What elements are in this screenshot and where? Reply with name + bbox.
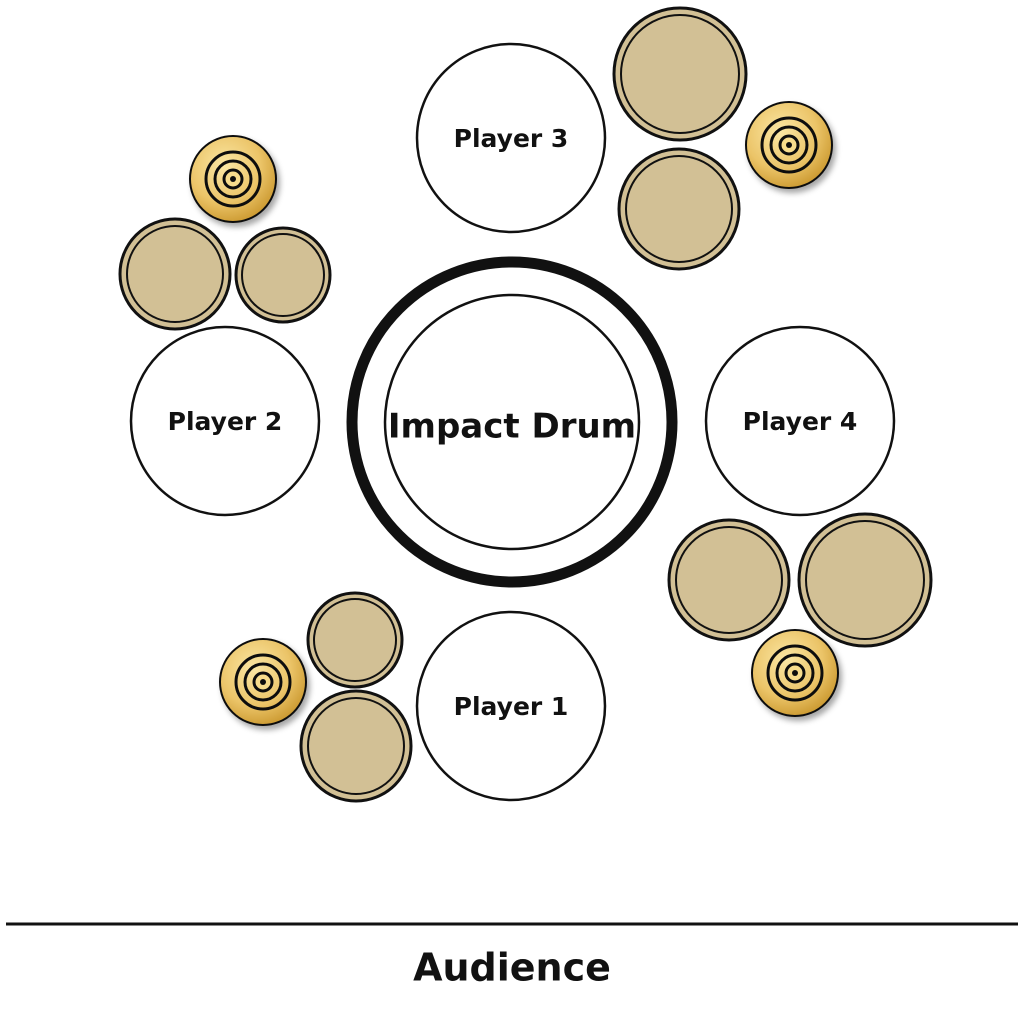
player-2-drum-left: [118, 217, 232, 331]
player-4-position: [704, 325, 896, 517]
player-4-station: Player 4: [667, 325, 933, 717]
player-3-cymbal: [745, 101, 833, 189]
player-4-drum-left: [667, 518, 791, 642]
player-2-position: [129, 325, 321, 517]
impact-drum-label: Impact Drum: [388, 407, 636, 447]
audience-label: Audience: [413, 946, 611, 990]
player-1-station: Player 1: [219, 591, 607, 803]
player-2-station: Player 2: [118, 135, 332, 517]
player-1-drum-bottom: [299, 689, 413, 803]
player-1-label: Player 1: [454, 692, 569, 721]
player-4-cymbal: [751, 629, 839, 717]
player-3-label: Player 3: [454, 124, 569, 153]
player-3-drum-large: [612, 6, 748, 142]
player-3-station: Player 3: [415, 6, 833, 271]
player-2-drum-right: [234, 226, 332, 324]
player-4-label: Player 4: [743, 407, 858, 436]
player-1-position: [415, 610, 607, 802]
player-4-drum-right: [797, 512, 933, 648]
player-2-label: Player 2: [168, 407, 283, 436]
player-2-cymbal: [189, 135, 277, 223]
player-3-drum-small: [617, 147, 741, 271]
impact-drum-head: [383, 293, 641, 551]
player-3-position: [415, 42, 607, 234]
impact-drum: Impact Drum: [346, 256, 678, 588]
player-1-cymbal: [219, 638, 307, 726]
player-1-drum-top: [306, 591, 404, 689]
